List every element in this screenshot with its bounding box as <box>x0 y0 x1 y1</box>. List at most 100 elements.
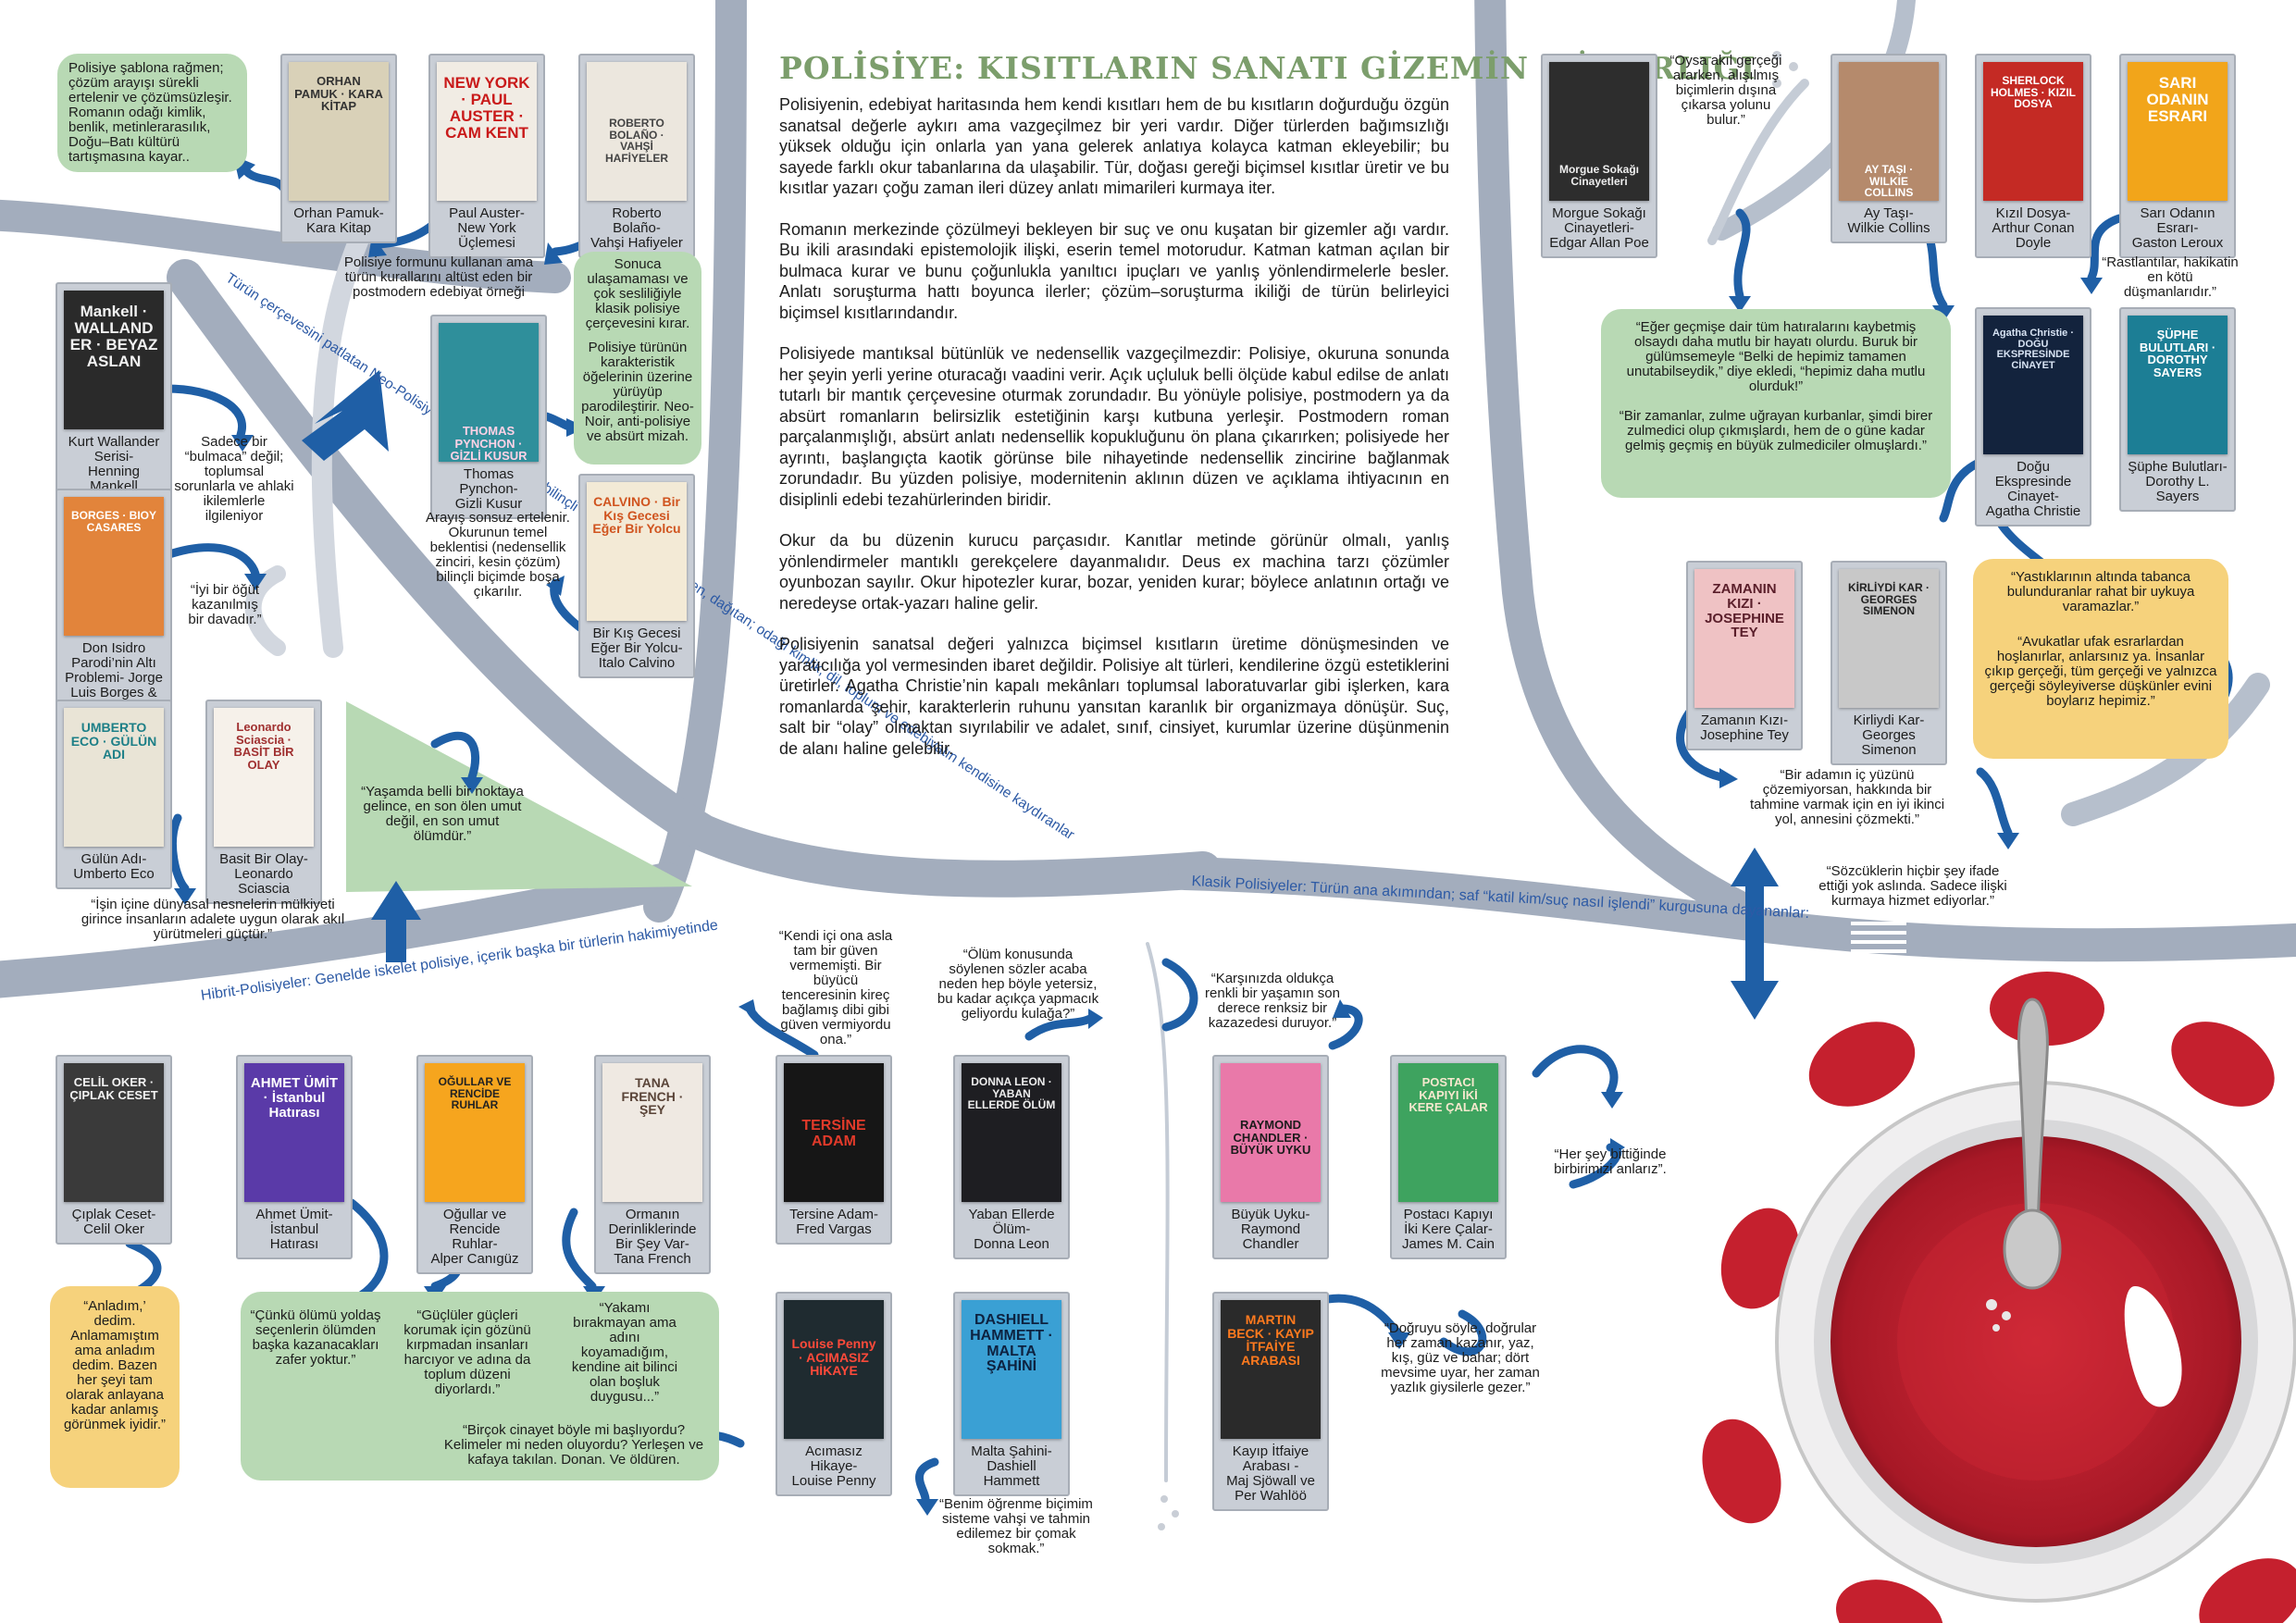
book-poe[interactable]: Morgue Sokağı Cinayetleri Morgue Sokağı … <box>1541 54 1657 258</box>
book-auster[interactable]: NEW YORK · PAUL AUSTER · CAM KENT Paul A… <box>428 54 545 258</box>
cover-text: SARI ODANIN ESRARI <box>2146 74 2209 125</box>
note-sayers-1: “Yastıklarının altında tabanca bulundura… <box>2006 569 2195 614</box>
book-caniguz[interactable]: OĞULLAR VE RENCİDE RUHLAR Oğullar ve Ren… <box>416 1055 533 1274</box>
cover-text: TANA FRENCH · ŞEY <box>621 1075 684 1118</box>
book-cover: CALVINO · Bir Kış Gecesi Eğer Bir Yolcu <box>587 482 687 621</box>
book-cover: ZAMANIN KIZI · JOSEPHINE TEY <box>1694 569 1794 708</box>
cover-text: Morgue Sokağı Cinayetleri <box>1558 163 1639 188</box>
note-auster: Polisiye formunu kullanan ama türün kura… <box>343 254 534 300</box>
book-cover: AY TAŞI · WILKIE COLLINS <box>1839 62 1939 201</box>
cover-text: OĞULLAR VE RENCİDE RUHLAR <box>438 1075 512 1112</box>
cover-text: NEW YORK · PAUL AUSTER · CAM KENT <box>443 74 530 142</box>
cover-text: MARTIN BECK · KAYIP İTFAİYE ARABASI <box>1227 1312 1314 1369</box>
cover-text: Mankell · WALLANDER · BEYAZ ASLAN <box>69 303 158 370</box>
cover-text: Agatha Christie · DOĞU EKSPRESİNDE CİNAY… <box>1992 328 2074 371</box>
cover-text: RAYMOND CHANDLER · BÜYÜK UYKU <box>1230 1118 1311 1158</box>
book-collins[interactable]: AY TAŞI · WILKIE COLLINS Ay Taşı- Wilkie… <box>1831 54 1947 243</box>
book-cover: RAYMOND CHANDLER · BÜYÜK UYKU <box>1221 1063 1321 1202</box>
book-cover: TERSİNE ADAM <box>784 1063 884 1202</box>
cover-text: THOMAS PYNCHON · GİZLİ KUSUR <box>450 424 527 462</box>
book-mankell[interactable]: Mankell · WALLANDER · BEYAZ ASLAN Kurt W… <box>56 282 172 502</box>
book-cover: AHMET ÜMİT · İstanbul Hatırası <box>244 1063 344 1202</box>
cover-text: ZAMANIN KIZI · JOSEPHINE TEY <box>1705 581 1784 641</box>
note-leroux: “Rastlantılar, hakikatin en kötü düşmanl… <box>2102 254 2239 300</box>
book-cover: SHERLOCK HOLMES · KIZIL DOSYA <box>1983 62 2083 201</box>
book-leroux[interactable]: SARI ODANIN ESRARI Sarı Odanın Esrarı- G… <box>2119 54 2236 258</box>
article-paragraph: Polisiyenin, edebiyat haritasında hem ke… <box>779 95 1449 197</box>
book-penny[interactable]: Louise Penny · ACIMASIZ HİKAYE Acımasız … <box>776 1292 892 1496</box>
book-simenon[interactable]: KİRLİYDİ KAR · GEORGES SIMENON Kirliydi … <box>1831 561 1947 765</box>
book-french[interactable]: TANA FRENCH · ŞEY Ormanın Derinliklerind… <box>594 1055 711 1274</box>
note-calvino: Arayış sonsuz ertelenir. Okurunun temel … <box>426 510 570 600</box>
book-calvino[interactable]: CALVINO · Bir Kış Gecesi Eğer Bir Yolcu … <box>578 474 695 678</box>
article-paragraph: Okur da bu düzenin kurucu parçasıdır. Ka… <box>779 531 1449 613</box>
teacup-illustration <box>1702 972 2296 1623</box>
book-chandler[interactable]: RAYMOND CHANDLER · BÜYÜK UYKU Büyük Uyku… <box>1212 1055 1329 1259</box>
note-sciascia: “Yaşamda belli bir noktaya gelince, en s… <box>361 784 524 844</box>
book-doyle[interactable]: SHERLOCK HOLMES · KIZIL DOSYA Kızıl Dosy… <box>1975 54 2091 258</box>
book-leon[interactable]: DONNA LEON · YABAN ELLERDE ÖLÜM Yaban El… <box>953 1055 1070 1259</box>
book-borges[interactable]: BORGES · BIOY CASARES Don Isidro Parodi’… <box>56 489 172 737</box>
book-cover: THOMAS PYNCHON · GİZLİ KUSUR <box>439 323 539 462</box>
book-oker[interactable]: CELİL OKER · ÇIPLAK CESET Çıplak Ceset- … <box>56 1055 172 1245</box>
book-label: Ormanın Derinliklerinde Bir Şey Var- Tan… <box>608 1207 697 1267</box>
book-cover: BORGES · BIOY CASARES <box>64 497 164 636</box>
note-oker: “Anladım,’ dedim. Anlamamıştım ama anlad… <box>50 1286 180 1488</box>
book-christie[interactable]: Agatha Christie · DOĞU EKSPRESİNDE CİNAY… <box>1975 307 2091 527</box>
book-cover: POSTACI KAPIYI İKİ KERE ÇALAR <box>1398 1063 1498 1202</box>
book-label: Zamanın Kızı- Josephine Tey <box>1700 712 1789 743</box>
cover-text: ŞÜPHE BULUTLARI · DOROTHY SAYERS <box>2139 328 2216 379</box>
book-bolano[interactable]: ROBERTO BOLAÑO · VAHŞİ HAFİYELER Roberto… <box>578 54 695 258</box>
page-title: POLİSİYE: KISITLARIN SANATI GİZEMİN MİMA… <box>779 50 1756 86</box>
cover-text: CELİL OKER · ÇIPLAK CESET <box>69 1075 158 1102</box>
note-poe: “Oysa akıl gerçeği ararken, alışılmış bi… <box>1669 53 1782 128</box>
cover-text: POSTACI KAPIYI İKİ KERE ÇALAR <box>1409 1075 1488 1115</box>
book-cover: DONNA LEON · YABAN ELLERDE ÖLÜM <box>962 1063 1061 1202</box>
note-sayers-2: “Avukatlar ufak esrarlardan hoşlanırlar,… <box>1984 634 2217 709</box>
book-pamuk[interactable]: ORHAN PAMUK · KARA KİTAP Orhan Pamuk- Ka… <box>280 54 397 243</box>
note-french: “Yakamı bırakmayan ama adını koyamadığım… <box>571 1300 678 1405</box>
note-penny: “Birçok cinayet böyle mi başlıyordu? Kel… <box>443 1422 704 1468</box>
book-umit[interactable]: AHMET ÜMİT · İstanbul Hatırası Ahmet Ümi… <box>236 1055 353 1259</box>
book-vargas[interactable]: TERSİNE ADAM Tersine Adam- Fred Vargas <box>776 1055 892 1245</box>
book-pynchon[interactable]: THOMAS PYNCHON · GİZLİ KUSUR Thomas Pync… <box>430 315 547 519</box>
note-pamuk: Polisiye şablona rağmen; çözüm arayışı s… <box>57 54 247 172</box>
book-eco[interactable]: UMBERTO ECO · GÜLÜN ADI Gülün Adı- Umber… <box>56 700 172 889</box>
cover-text: SHERLOCK HOLMES · KIZIL DOSYA <box>1991 74 2076 111</box>
note-hammett: “Benim öğrenme biçimim sisteme vahşi ve … <box>939 1496 1093 1556</box>
cover-text: DASHIELL HAMMETT · MALTA ŞAHİNİ <box>970 1312 1053 1375</box>
cover-text: Leonardo Sciascia · BASİT BİR OLAY <box>233 720 294 772</box>
book-label: Paul Auster- New York Üçlemesi <box>449 205 525 251</box>
book-label: Büyük Uyku- Raymond Chandler <box>1231 1207 1310 1252</box>
note-umit: “Çünkü ölümü yoldaş seçenlerin ölümden b… <box>250 1307 381 1368</box>
book-cover: ROBERTO BOLAÑO · VAHŞİ HAFİYELER <box>587 62 687 201</box>
book-cover: ŞÜPHE BULUTLARI · DOROTHY SAYERS <box>2128 316 2228 454</box>
note-collins: “Eğer geçmişe dair tüm hatıralarını kayb… <box>1626 319 1926 394</box>
cover-text: Louise Penny · ACIMASIZ HİKAYE <box>791 1336 876 1379</box>
book-sayers[interactable]: ŞÜPHE BULUTLARI · DOROTHY SAYERS Şüphe B… <box>2119 307 2236 512</box>
note-collins-christie: “Eğer geçmişe dair tüm hatıralarını kayb… <box>1601 309 1951 498</box>
book-label: Bir Kış Gecesi Eğer Bir Yolcu- Italo Cal… <box>590 626 683 671</box>
note-vargas: “Kendi içi ona asla tam bir güven vermem… <box>778 928 893 1047</box>
book-sjowall[interactable]: MARTIN BECK · KAYIP İTFAİYE ARABASI Kayı… <box>1212 1292 1329 1511</box>
book-label: Kirliydi Kar- Georges Simenon <box>1853 712 1925 758</box>
book-cover: SARI ODANIN ESRARI <box>2128 62 2228 201</box>
book-tey[interactable]: ZAMANIN KIZI · JOSEPHINE TEY Zamanın Kız… <box>1686 561 1803 750</box>
book-sciascia[interactable]: Leonardo Sciascia · BASİT BİR OLAY Basit… <box>205 700 322 904</box>
cover-text: UMBERTO ECO · GÜLÜN ADI <box>70 720 157 762</box>
cover-text: BORGES · BIOY CASARES <box>70 509 156 534</box>
book-cover: Agatha Christie · DOĞU EKSPRESİNDE CİNAY… <box>1983 316 2083 454</box>
book-cain[interactable]: POSTACI KAPIYI İKİ KERE ÇALAR Postacı Ka… <box>1390 1055 1507 1259</box>
note-eco: “İşin içine dünyasal nesnelerin mülkiyet… <box>81 897 345 942</box>
book-label: Şüphe Bulutları- Dorothy L. Sayers <box>2128 459 2228 504</box>
book-hammett[interactable]: DASHIELL HAMMETT · MALTA ŞAHİNİ Malta Şa… <box>953 1292 1070 1496</box>
note-sayers: “Yastıklarının altında tabanca bulundura… <box>1973 559 2228 759</box>
article-paragraph: Polisiyede mantıksal bütünlük ve nedense… <box>779 344 1449 509</box>
book-cover: MARTIN BECK · KAYIP İTFAİYE ARABASI <box>1221 1300 1321 1439</box>
book-cover: KİRLİYDİ KAR · GEORGES SIMENON <box>1839 569 1939 708</box>
book-label: Roberto Bolaño- Vahşi Hafiyeler <box>590 205 683 251</box>
book-cover: CELİL OKER · ÇIPLAK CESET <box>64 1063 164 1202</box>
book-cover: ORHAN PAMUK · KARA KİTAP <box>289 62 389 201</box>
note-sjowall: “Doğruyu söyle, doğrular her zaman kazan… <box>1381 1320 1540 1395</box>
